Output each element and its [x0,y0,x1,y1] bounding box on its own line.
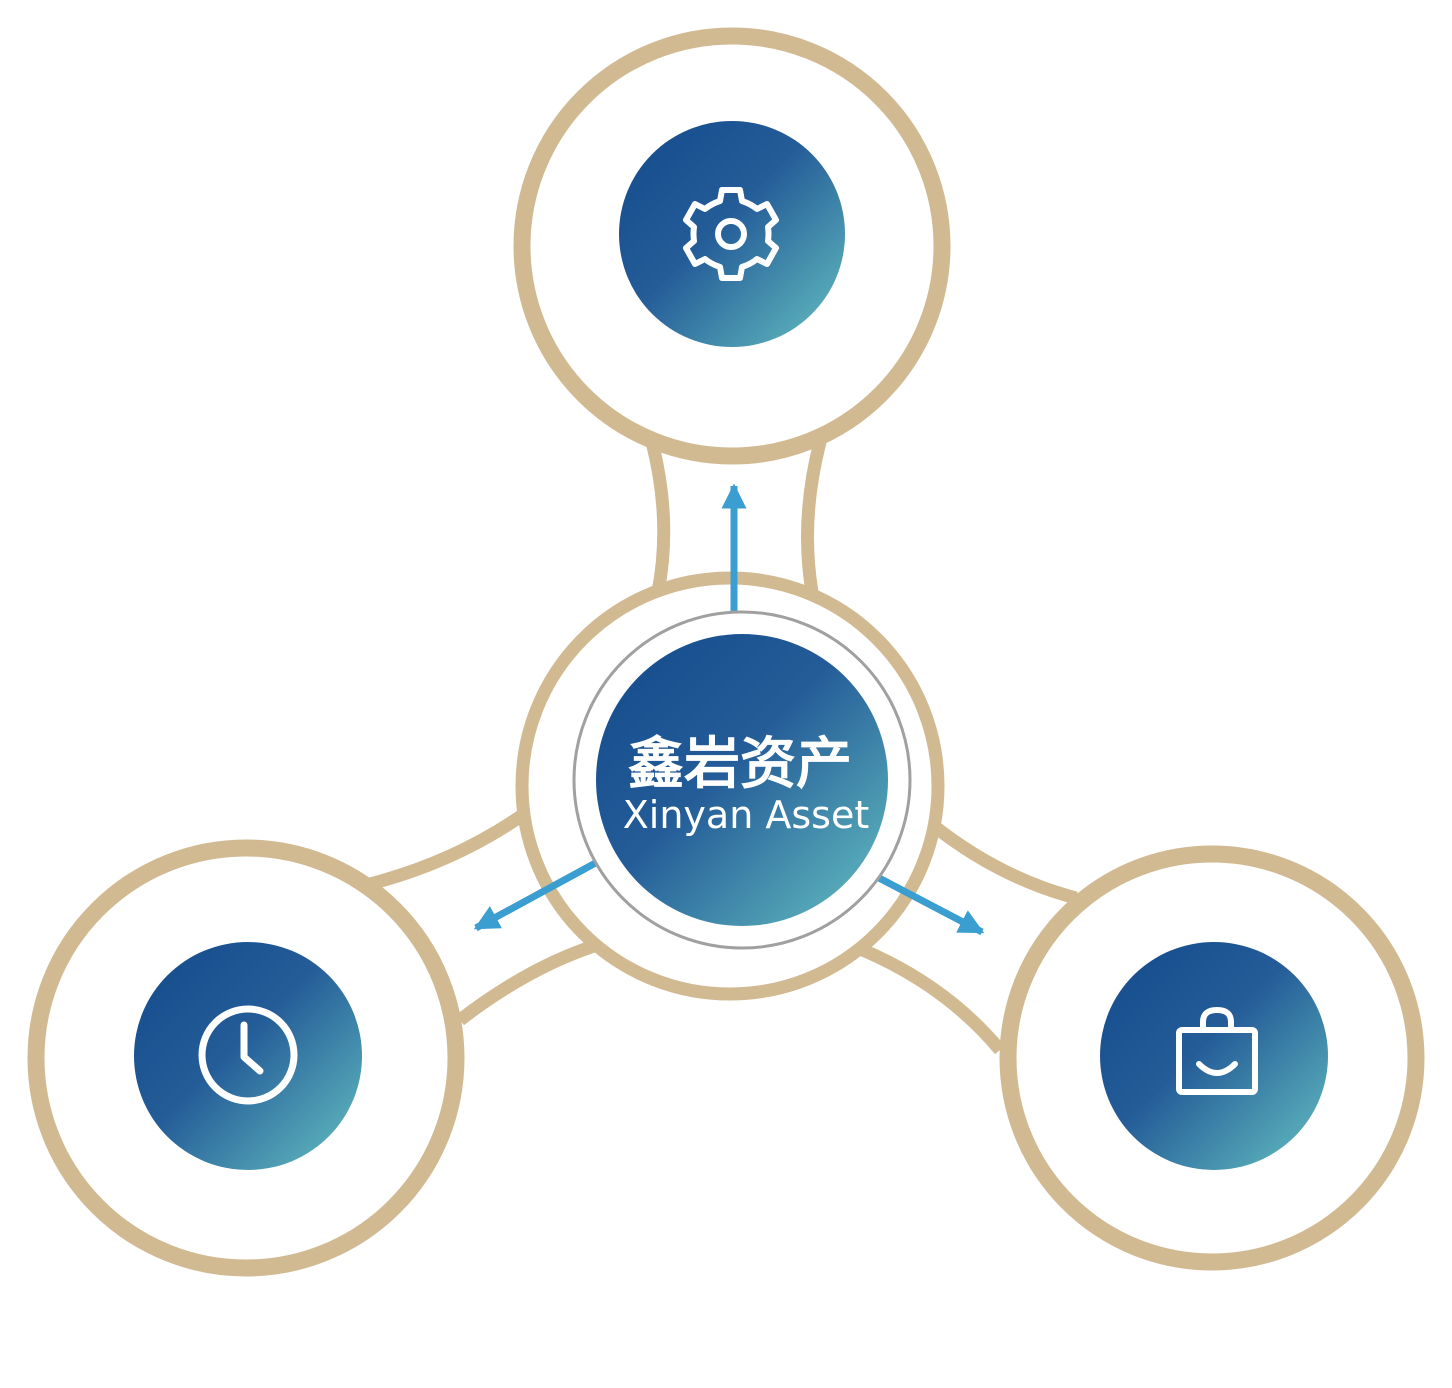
brand-name-cn: 鑫岩资产 [628,732,852,797]
connector-right [855,941,1005,1055]
connectors [368,440,1078,1055]
connector-top [645,440,671,594]
connector-right [929,820,1078,905]
node-right[interactable] [1100,942,1328,1170]
node-top[interactable] [619,121,845,347]
gear-icon [683,187,779,281]
node-left[interactable] [134,942,362,1170]
connector-left [368,808,528,891]
clock-icon [198,1005,298,1105]
brand-name-en: Xinyan Asset [623,793,869,837]
hub-center: 鑫岩资产 Xinyan Asset [572,610,912,950]
connector-top [801,440,827,594]
arrow-right [858,864,985,936]
arrow-left [473,850,614,932]
node-top-disc [619,121,845,347]
node-right-disc [1100,942,1328,1170]
shopping-bag-icon [1176,1007,1258,1095]
hub-center-disc [596,634,888,926]
connector-left [456,937,602,1026]
